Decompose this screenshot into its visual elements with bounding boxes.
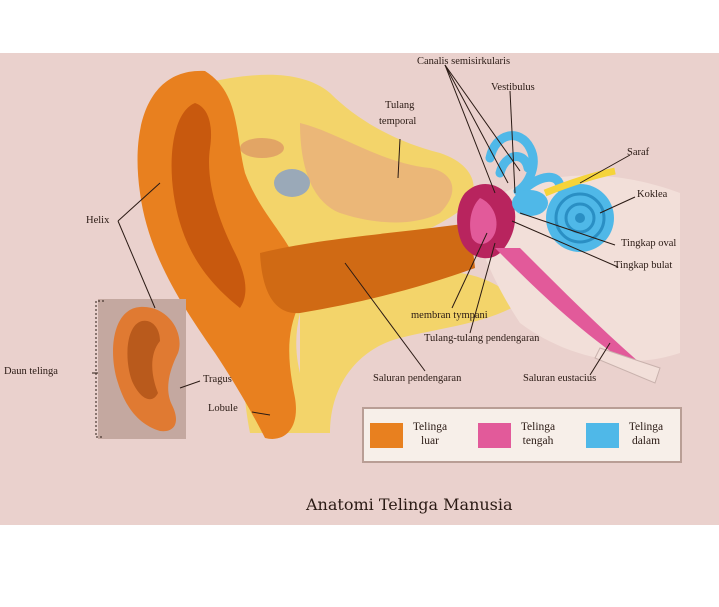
ear-canal <box>260 223 475 314</box>
bone-right <box>470 175 680 362</box>
label-tingkap-oval: Tingkap oval <box>621 238 677 249</box>
bone-cavity <box>274 169 310 197</box>
inset-bracket <box>95 300 104 438</box>
ossicles <box>470 198 497 245</box>
nerve <box>543 167 616 197</box>
outer-ear-inner-fold <box>171 103 246 308</box>
ear-anatomy-figure: Canalis semisirkularis Vestibulus Tulang… <box>0 53 719 525</box>
label-saluran-pendengaran: Saluran pendengaran <box>373 373 462 384</box>
temporal-bone-spongy <box>300 123 453 223</box>
label-tulang-temporal-2: temporal <box>379 116 417 127</box>
leader-lines <box>92 64 636 416</box>
cochlea-turn-3 <box>575 213 585 223</box>
legend-text-middle-ear: Telinga tengah <box>516 420 560 448</box>
label-tulang-temporal-1: Tulang <box>385 100 415 111</box>
label-canalis: Canalis semisirkularis <box>417 56 511 67</box>
label-vestibulus: Vestibulus <box>491 82 535 93</box>
label-daun-telinga: Daun telinga <box>4 366 58 377</box>
label-saraf: Saraf <box>627 147 650 158</box>
label-saluran-eustacius: Saluran eustacius <box>523 373 597 384</box>
legend-text-inner-ear: Telinga dalam <box>624 420 668 448</box>
label-tragus: Tragus <box>203 374 232 385</box>
label-tingkap-bulat: Tingkap bulat <box>614 260 673 271</box>
legend-swatch-inner-ear <box>586 423 619 448</box>
legend-middle-line2: tengah <box>522 435 554 447</box>
figure-title: Anatomi Telinga Manusia <box>306 495 513 514</box>
label-lobule: Lobule <box>208 403 238 414</box>
legend-middle-line1: Telinga <box>520 421 556 433</box>
label-membran-tympani: membran tympani <box>411 310 488 321</box>
legend-outer-line1: Telinga <box>412 421 448 433</box>
legend-inner-line2: dalam <box>631 435 661 447</box>
cochlea-turn-2 <box>564 202 596 234</box>
legend-outer-line2: luar <box>421 435 439 447</box>
legend: Telinga luar Telinga tengah Telinga dala… <box>362 407 682 463</box>
eustachian-tube-end <box>594 347 661 384</box>
ear-diagram <box>92 64 680 439</box>
legend-text-outer-ear: Telinga luar <box>408 420 452 448</box>
eustachian-tube <box>495 248 640 363</box>
label-tulang-pendengaran: Tulang-tulang pendengaran <box>424 333 540 344</box>
label-koklea: Koklea <box>637 189 668 200</box>
legend-inner-line1: Telinga <box>628 421 664 433</box>
bone-lower <box>300 272 520 433</box>
cochlea-turn-1 <box>554 192 606 244</box>
legend-swatch-outer-ear <box>370 423 403 448</box>
bone-cavity-2 <box>240 138 284 158</box>
inset-ear-fold <box>127 320 160 400</box>
vestibule <box>512 190 548 216</box>
label-helix: Helix <box>86 215 110 226</box>
legend-swatch-middle-ear <box>478 423 511 448</box>
